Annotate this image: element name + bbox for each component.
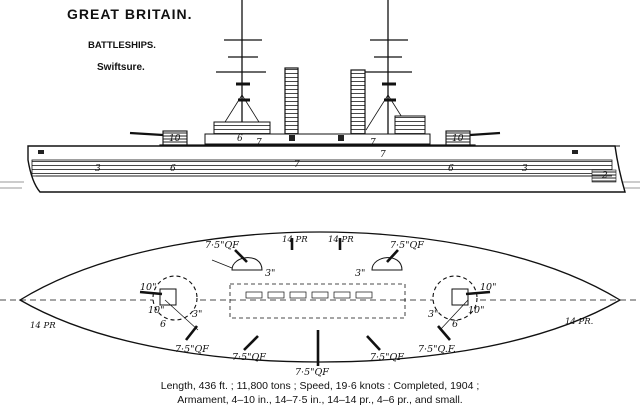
- central-battery: [229, 283, 406, 319]
- gun-label: 7·5"QF: [175, 344, 209, 355]
- plan-view: 7·5"QF 7·5"QF 14 PR 14 PR 14 PR 14 PR. 7…: [0, 231, 640, 378]
- profile-mark: 10: [452, 134, 464, 144]
- sponson: [231, 257, 263, 271]
- ship-type-heading: BATTLESHIPS.: [88, 40, 156, 51]
- gun-label: 14 PR: [30, 321, 56, 331]
- gun-label: 7·5"QF: [232, 352, 266, 363]
- gun-label: 14 PR: [282, 235, 308, 245]
- caption-dimensions: Length, 436 ft. ; 11,800 tons ; Speed, 1…: [160, 380, 480, 392]
- superstructure: [204, 133, 431, 145]
- profile-mark: 10: [169, 134, 181, 144]
- caption-armament: Armament, 4–10 in., 14–7·5 in., 14–14 pr…: [177, 394, 463, 406]
- gun-label: 7·5"QF: [205, 240, 239, 251]
- gun-label: 14 PR.: [565, 317, 593, 327]
- fore-turret-gun: [129, 131, 164, 137]
- plan-mark: 3": [265, 268, 275, 279]
- masts: [216, 0, 412, 138]
- profile-mark: 3: [522, 164, 528, 174]
- plan-mark: 10": [140, 282, 156, 293]
- gun-label: 7·5"QF: [295, 367, 329, 378]
- fore-funnel: [284, 67, 299, 135]
- profile-mark: 6: [448, 164, 454, 174]
- leader-lines: [164, 259, 469, 331]
- side-profile: 10 10 7 7 7 7 3 3 6 6 6 2: [0, 0, 640, 193]
- qf-gun: [386, 249, 399, 263]
- plan-armor-marks: 3" 3" 3" 3" 10" 10" 10" 10" 6 6: [140, 268, 496, 330]
- profile-mark: 7: [294, 160, 300, 170]
- plan-mark: 3": [192, 309, 202, 320]
- aft-gun: [465, 290, 491, 296]
- boat-davit: [338, 135, 344, 141]
- gun-label: 14 PR: [328, 235, 354, 245]
- qf-gun: [234, 249, 248, 263]
- plan-mark: 6: [160, 319, 166, 330]
- gun-label: 7·5"QF: [370, 352, 404, 363]
- profile-armor-marks: 10 10 7 7 7 7 3 3 6 6 6 2: [95, 134, 608, 181]
- gun-label: 7·5"QF: [390, 240, 424, 251]
- hawse-pipe: [572, 150, 578, 154]
- plan-mark: 10": [468, 305, 484, 316]
- fore-bridge: [213, 121, 271, 135]
- deck-outline: [18, 231, 622, 363]
- plan-mark: 10": [480, 282, 496, 293]
- plan-gun-labels: 7·5"QF 7·5"QF 14 PR 14 PR 14 PR 14 PR. 7…: [30, 235, 593, 378]
- fore-gun: [139, 290, 163, 296]
- aft-bridge: [394, 115, 426, 135]
- fore-turret-house: [159, 288, 177, 306]
- profile-mark: 6: [237, 134, 243, 144]
- boat-davit: [289, 135, 295, 141]
- profile-mark: 7: [370, 138, 376, 148]
- ship-class-heading: Swiftsure.: [97, 62, 145, 73]
- profile-mark: 2: [601, 171, 608, 181]
- plan-mark: 3": [428, 309, 438, 320]
- boats: [245, 291, 373, 299]
- plan-mark: 3": [355, 268, 365, 279]
- gun-label: 7·5"Q.F.: [418, 344, 456, 355]
- profile-mark: 7: [380, 150, 386, 160]
- aft-turret-house: [451, 288, 469, 306]
- aft-turret-gun: [469, 131, 501, 137]
- profile-mark: 7: [256, 138, 262, 148]
- aft-funnel: [350, 69, 366, 135]
- country-heading: GREAT BRITAIN.: [67, 6, 193, 22]
- hawse-pipe: [38, 150, 44, 154]
- profile-mark: 3: [95, 164, 101, 174]
- plan-mark: 6: [452, 319, 458, 330]
- secondary-guns: [184, 238, 451, 366]
- plan-mark: 10": [148, 305, 164, 316]
- profile-mark: 6: [170, 164, 176, 174]
